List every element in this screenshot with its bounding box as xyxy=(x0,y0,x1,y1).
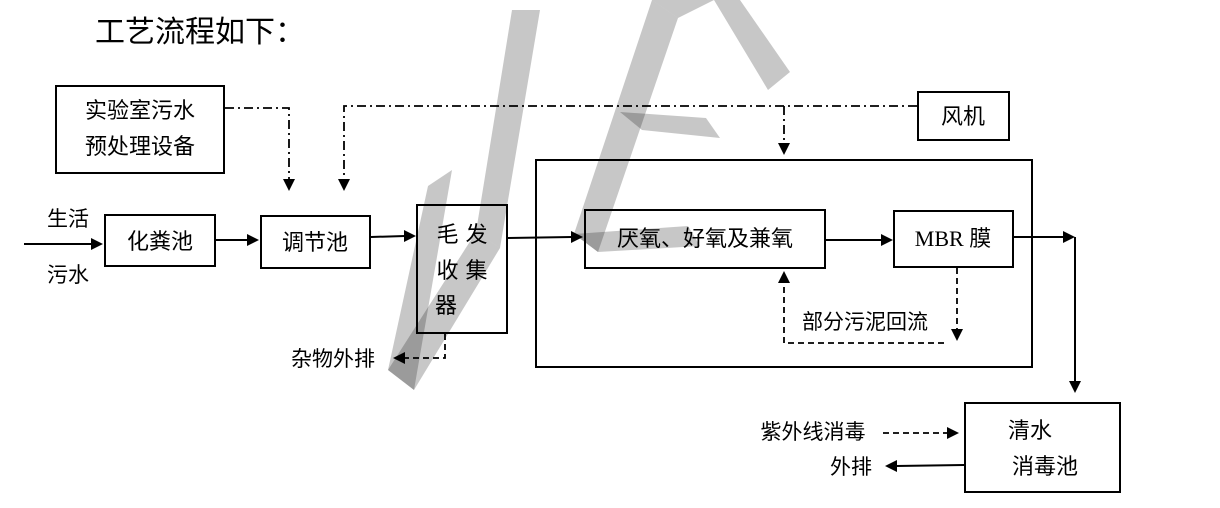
pretreat-to-regulating-arrowhead xyxy=(283,179,295,191)
fan-to-regulating-arrowhead xyxy=(338,179,350,191)
debris-out-label: 杂物外排 xyxy=(291,347,375,371)
sludge-return-arrowhead xyxy=(778,271,790,283)
pretreat-to-regulating-line xyxy=(225,107,290,180)
hair-collector-label-3: 器 xyxy=(435,294,457,319)
watermark-stroke-1 xyxy=(388,170,452,390)
uv-to-clear-water-arrowhead xyxy=(947,427,959,439)
septic-tank-box xyxy=(104,214,216,267)
mbr-sludge-down-arrowhead xyxy=(951,329,963,341)
bio-treatment-box xyxy=(584,209,826,269)
watermark-stroke-6 xyxy=(620,112,720,138)
lab-pretreat-label-1: 实验室污水 xyxy=(85,99,195,124)
mbr-membrane-box xyxy=(893,210,1014,268)
regulating-tank-box xyxy=(260,215,371,269)
lab-pretreat-label-2: 预处理设备 xyxy=(85,135,195,160)
fan-label: 风机 xyxy=(941,105,985,130)
discharge-line xyxy=(895,464,965,467)
watermark-stroke-8 xyxy=(714,0,790,90)
clear-water-label-2: 消毒池 xyxy=(1012,455,1078,480)
inflow-label-2: 污水 xyxy=(47,263,89,287)
page-title: 工艺流程如下： xyxy=(95,15,305,50)
hair-collector-label-1: 毛 发 xyxy=(437,223,488,248)
sludge-return-label: 部分污泥回流 xyxy=(802,310,928,334)
clear-water-label-1: 清水 xyxy=(1008,419,1052,444)
watermark-stroke-4 xyxy=(574,0,678,252)
discharge-label: 外排 xyxy=(830,455,872,479)
discharge-arrowhead xyxy=(885,460,897,472)
clear-water-box xyxy=(964,402,1121,493)
regulating-to-collector-arrowhead xyxy=(404,230,416,242)
sludge-return-line xyxy=(783,282,944,344)
regulating-to-collector-line xyxy=(370,235,406,238)
hair-collector-box xyxy=(416,204,508,334)
inflow-arrowhead xyxy=(91,238,103,250)
lab-pretreat-box xyxy=(55,85,225,174)
regulating-tank-label: 调节池 xyxy=(282,231,348,256)
debris-out-arrowhead xyxy=(393,352,405,364)
bio-to-mbr-arrowhead xyxy=(881,234,893,246)
fan-box xyxy=(917,91,1010,141)
inflow-label-1: 生活 xyxy=(47,207,89,231)
bio-treatment-label: 厌氧、好氧及兼氧 xyxy=(617,227,793,252)
treatment-unit-frame xyxy=(535,159,1033,368)
watermark-stroke-7 xyxy=(574,226,700,252)
uv-disinfection-label: 紫外线消毒 xyxy=(761,420,866,444)
watermark-stroke-2 xyxy=(388,232,500,390)
collector-to-bio-arrowhead xyxy=(571,231,583,243)
mbr-to-clear-water-arrowhead xyxy=(1069,381,1081,393)
fan-to-treatment-arrowhead xyxy=(778,143,790,155)
watermark-stroke-3 xyxy=(476,10,540,248)
collector-to-bio-line xyxy=(507,236,573,239)
watermark-stroke-5 xyxy=(652,0,714,18)
debris-out-line xyxy=(404,334,446,359)
hair-collector-label-2: 收 集 xyxy=(437,259,488,284)
fan-to-regulating-line xyxy=(343,105,917,180)
septic-to-regulating-arrowhead xyxy=(247,234,259,246)
septic-tank-label: 化粪池 xyxy=(127,230,193,255)
watermark-graphic xyxy=(388,0,790,390)
mbr-membrane-label: MBR 膜 xyxy=(915,226,991,251)
mbr-outflow-arrowhead xyxy=(1063,231,1075,243)
